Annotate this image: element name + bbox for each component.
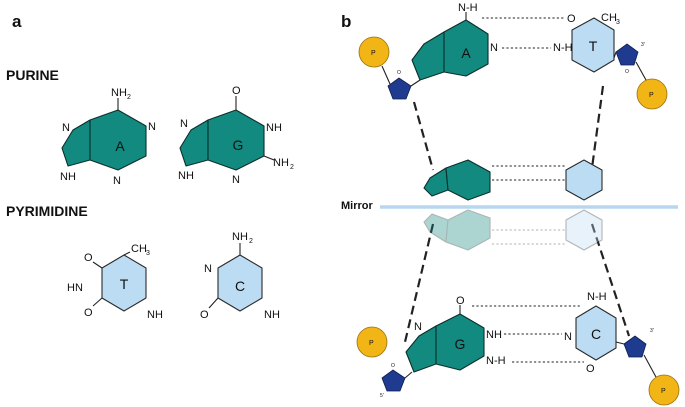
svg-text:CH: CH <box>131 243 147 255</box>
guanine-letter: G <box>233 137 244 153</box>
svg-text:NH: NH <box>60 171 76 183</box>
thymine-letter: T <box>120 276 129 292</box>
svg-text:2: 2 <box>290 164 294 171</box>
backbone-top-right: O 3' P <box>613 42 668 110</box>
svg-text:N: N <box>564 331 572 343</box>
pyrimidine-heading: PYRIMIDINE <box>6 203 88 219</box>
guanine-imidazole-ring <box>179 119 209 167</box>
backbone-bottom-left: P O 5' <box>356 326 413 399</box>
pair-guanine-imidazole <box>405 325 437 373</box>
svg-text:3': 3' <box>641 42 645 48</box>
svg-text:P: P <box>369 340 374 347</box>
svg-text:O: O <box>397 70 401 76</box>
svg-text:NH: NH <box>147 309 163 321</box>
svg-text:NH: NH <box>178 170 194 182</box>
svg-text:O: O <box>84 252 93 264</box>
svg-text:HN: HN <box>67 282 83 294</box>
svg-text:P: P <box>649 92 654 99</box>
thymine-structure: T O CH 3 O HN NH <box>67 243 163 321</box>
svg-text:N: N <box>414 321 422 333</box>
adenine-imidazole-ring <box>61 119 91 167</box>
adenine-structure: A NH 2 N N N NH <box>60 87 156 187</box>
svg-text:N: N <box>490 42 498 54</box>
panel-b-label: b <box>341 12 351 31</box>
guanine-structure: G O NH N N NH NH 2 <box>178 85 294 186</box>
phosphate-top-right <box>636 78 668 110</box>
phosphate-bottom-right <box>648 374 680 406</box>
cytosine-letter: C <box>235 278 245 294</box>
backbone-strand-right-bottom <box>590 223 631 337</box>
svg-text:3: 3 <box>146 250 150 257</box>
svg-text:N-H: N-H <box>553 42 573 54</box>
sugar-bottom-right <box>623 335 647 358</box>
backbone-bottom-right: 3' P <box>615 328 680 406</box>
backbone-top-left: P O <box>358 36 421 100</box>
svg-text:O: O <box>567 13 576 25</box>
svg-text:N: N <box>180 118 188 130</box>
svg-text:O: O <box>456 295 465 307</box>
pair-guanine-letter: G <box>455 336 466 352</box>
svg-text:O: O <box>586 363 595 375</box>
svg-text:2: 2 <box>249 238 253 245</box>
purine-heading: PURINE <box>6 67 59 83</box>
backbone-strand-left-bottom <box>403 223 435 343</box>
sugar-top-right <box>615 43 639 66</box>
svg-text:CH: CH <box>601 12 617 24</box>
adenine-thymine-pair: A N-H N T O N-H CH 3 <box>411 2 620 81</box>
skeleton-pair-reflection <box>423 209 603 251</box>
svg-text:N-H: N-H <box>587 291 607 303</box>
guanine-cytosine-pair: G O NH N-H N C N-H N O <box>405 291 617 375</box>
svg-text:5': 5' <box>380 393 384 399</box>
backbone-strand-right-top <box>590 85 605 169</box>
svg-text:P: P <box>661 388 666 395</box>
sugar-top-left <box>387 77 412 100</box>
svg-text:N-H: N-H <box>486 355 506 367</box>
svg-text:NH: NH <box>266 122 282 134</box>
pair-adenine-letter: A <box>461 45 471 61</box>
svg-text:O: O <box>84 307 93 319</box>
svg-text:O: O <box>200 309 209 321</box>
adenine-amino: NH <box>111 87 127 99</box>
backbone-strand-left-top <box>412 101 435 171</box>
phosphate-top-left <box>358 36 390 68</box>
pair-adenine-imidazole <box>411 31 445 81</box>
sugar-bottom-left <box>381 369 406 392</box>
svg-text:N: N <box>62 122 70 134</box>
svg-text:N: N <box>232 174 240 186</box>
pair-thymine-letter: T <box>589 38 598 54</box>
svg-text:3: 3 <box>616 19 620 26</box>
phosphate-bottom-left <box>356 326 388 358</box>
svg-text:O: O <box>391 363 395 369</box>
svg-text:NH: NH <box>486 329 502 341</box>
svg-text:N: N <box>148 121 156 133</box>
svg-text:N: N <box>113 175 121 187</box>
svg-text:O: O <box>625 69 629 75</box>
skeleton-pair-top <box>423 159 603 201</box>
svg-text:2: 2 <box>127 94 131 101</box>
skeleton-pyrimidine <box>565 159 603 201</box>
svg-text:N: N <box>204 263 212 275</box>
svg-text:NH: NH <box>232 231 248 243</box>
pair-cytosine-letter: C <box>591 326 601 342</box>
svg-text:N-H: N-H <box>458 2 478 14</box>
cytosine-structure: C NH 2 O N NH <box>200 231 280 321</box>
pair-cytosine-ring <box>575 305 617 361</box>
skeleton-purine <box>423 167 449 197</box>
mirror-label: Mirror <box>341 200 374 212</box>
panel-a-label: a <box>12 12 22 31</box>
svg-text:3': 3' <box>650 328 654 334</box>
svg-text:NH: NH <box>273 157 289 169</box>
pair-thymine-ring <box>571 17 615 73</box>
svg-text:NH: NH <box>264 309 280 321</box>
adenine-letter: A <box>115 138 125 154</box>
svg-text:O: O <box>232 85 241 97</box>
svg-text:P: P <box>371 50 376 57</box>
